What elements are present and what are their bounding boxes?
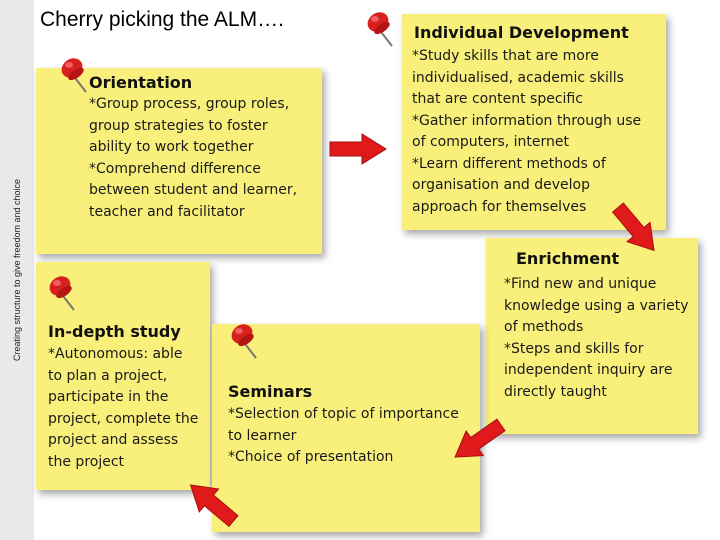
note-line: *Selection of topic of importance	[228, 406, 459, 422]
note-line: of methods	[504, 319, 584, 335]
note-line: *Find new and unique	[504, 276, 657, 292]
note-line: *Study skills that are more	[412, 48, 599, 64]
note-line: *Group process, group roles,	[89, 96, 290, 112]
note-body: *Find new and unique knowledge using a v…	[504, 274, 689, 403]
note-orientation: Orientation *Group process, group roles,…	[36, 68, 322, 254]
note-heading: Individual Development	[414, 23, 629, 42]
note-line: of computers, internet	[412, 134, 570, 150]
push-pin-icon	[40, 270, 86, 316]
note-body: *Autonomous: able to plan a project, par…	[48, 344, 198, 473]
note-line: organisation and develop	[412, 177, 590, 193]
note-heading: Enrichment	[516, 249, 620, 268]
note-line: knowledge using a variety	[504, 297, 689, 314]
note-enrichment: Enrichment *Find new and unique knowledg…	[486, 238, 698, 434]
note-body: *Group process, group roles, group strat…	[89, 94, 297, 223]
note-line: *Learn different methods of	[412, 155, 606, 172]
note-line: *Autonomous: able	[48, 346, 183, 362]
note-line: participate in the	[48, 389, 169, 405]
push-pin-icon	[52, 52, 98, 98]
note-line: independent inquiry are	[504, 362, 673, 378]
note-line: project, complete the	[48, 410, 199, 427]
note-line: that are content specific	[412, 91, 583, 107]
side-caption: Creating structure to give freedom and c…	[12, 178, 22, 362]
note-line: to learner	[228, 427, 297, 444]
push-pin-icon	[222, 318, 268, 364]
note-line: individualised, academic skills	[412, 69, 624, 86]
red-arrow-icon	[178, 471, 246, 536]
note-line: approach for themselves	[412, 198, 587, 215]
note-line: ability to work together	[89, 139, 254, 155]
note-line: between student and learner,	[89, 182, 298, 198]
note-individual-development: Individual Development *Study skills tha…	[402, 14, 666, 230]
red-arrow-icon	[604, 195, 669, 263]
note-heading: Seminars	[228, 382, 313, 401]
note-line: *Gather information through use	[412, 112, 642, 129]
note-line: *Comprehend difference	[89, 160, 261, 177]
note-line: directly taught	[504, 383, 607, 400]
note-line: the project	[48, 453, 125, 470]
push-pin-icon	[358, 6, 404, 52]
note-line: project and assess	[48, 432, 179, 448]
note-line: to plan a project,	[48, 367, 168, 384]
red-arrow-icon	[328, 132, 388, 166]
note-body: *Selection of topic of importance to lea…	[228, 404, 459, 469]
side-panel: Creating structure to give freedom and c…	[0, 0, 34, 540]
note-line: *Choice of presentation	[228, 449, 394, 465]
note-line: *Steps and skills for	[504, 340, 644, 357]
note-seminars: Seminars *Selection of topic of importan…	[212, 324, 480, 532]
note-body: *Study skills that are more individualis…	[412, 46, 641, 218]
page-title: Cherry picking the ALM….	[40, 8, 284, 31]
note-line: teacher and facilitator	[89, 203, 245, 220]
note-line: group strategies to foster	[89, 117, 268, 134]
note-heading: Orientation	[89, 73, 193, 92]
note-heading: In-depth study	[48, 322, 181, 341]
red-arrow-icon	[444, 410, 513, 472]
